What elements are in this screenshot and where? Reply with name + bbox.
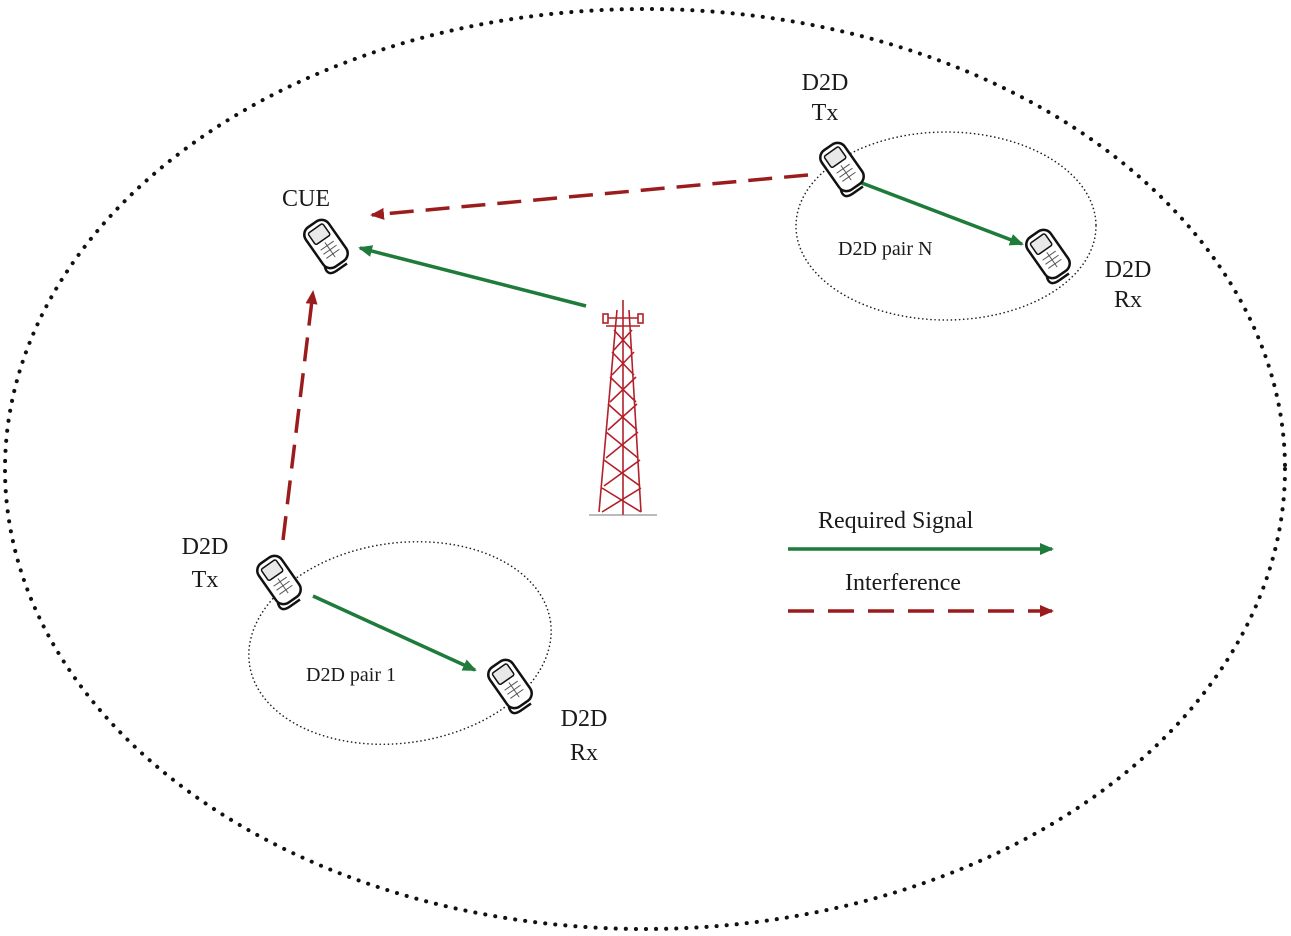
d2d-tx-n-label-line2: Tx [811,100,839,126]
cell-boundary [3,7,1287,931]
required-signal-bs-to-cue [358,245,587,308]
required-signal-pair-n [853,178,1024,246]
d2d-pair-1-label: D2D pair 1 [306,664,396,686]
d2d-rx-n-label-line2: Rx [1113,287,1142,313]
d2d-rx-n-label-line1: D2D [1104,257,1152,283]
d2d-tx-1-label-line1: D2D [181,534,229,560]
d2d-pair-n-label: D2D pair N [838,238,933,260]
cue-label: CUE [282,186,330,212]
d2d-tx-1-phone-icon [251,551,308,613]
d2d-pair-1-cluster [248,540,552,746]
d2d-rx-1-phone-icon [482,655,539,717]
legend-interference-label: Interference [845,570,961,596]
required-signal-pair-1 [312,594,477,672]
d2d-tx-n-label-line1: D2D [801,70,849,96]
d2d-rx-1-label-line2: Rx [569,740,598,766]
legend-required-signal-label: Required Signal [818,508,974,534]
d2d-tx-1-label-line2: Tx [191,567,219,593]
interference-tx-n-to-cue [370,173,809,220]
d2d-rx-n-phone-icon [1020,225,1077,287]
cue-phone-icon [298,215,355,277]
d2d-rx-1-label-line1: D2D [560,706,608,732]
d2d-pair-n-cluster [795,131,1097,321]
cell-tower-icon [589,300,657,516]
interference-tx-1-to-cue [281,290,318,541]
